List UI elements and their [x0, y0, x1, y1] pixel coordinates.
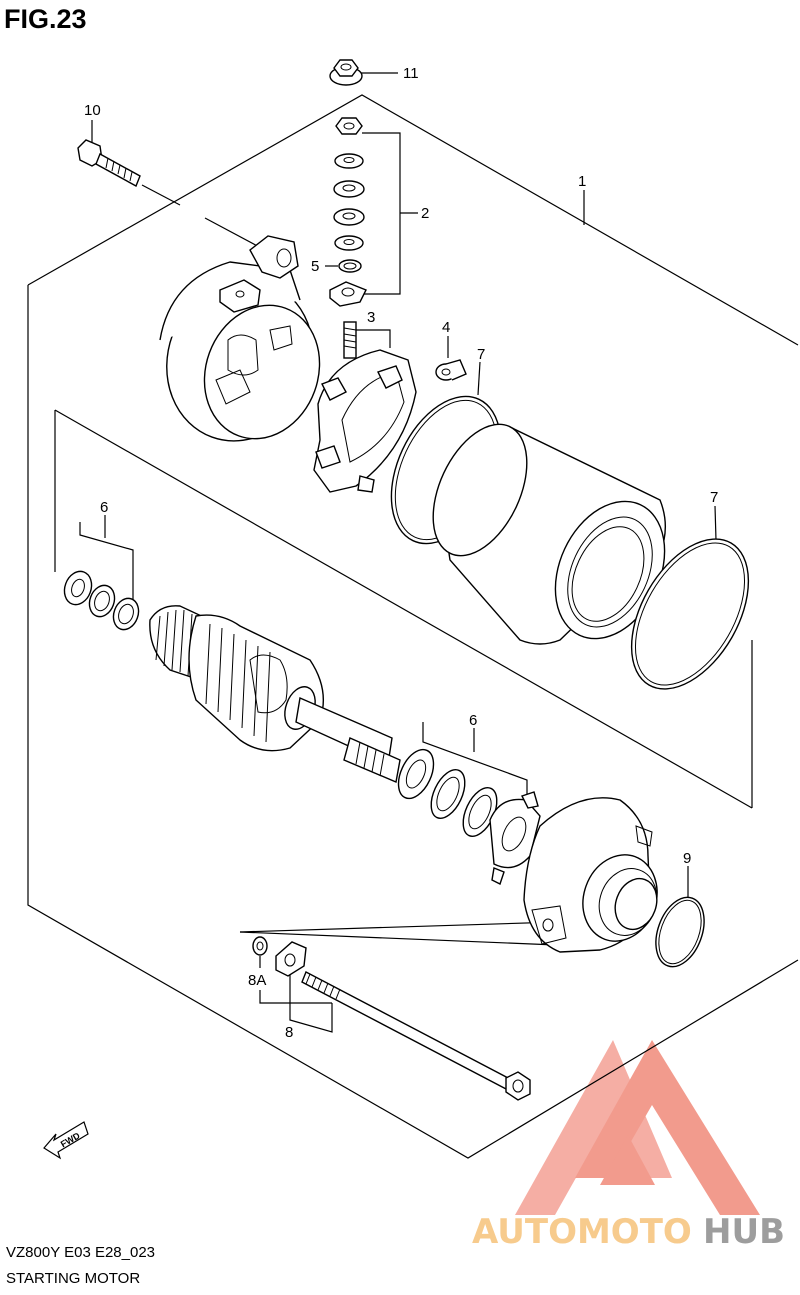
o-ring-9 — [655, 896, 705, 968]
callout-8a: 8A — [248, 972, 266, 989]
callout-6-upper: 6 — [100, 499, 108, 516]
callout-7-lower: 7 — [710, 489, 718, 506]
brush-holder-3 — [313, 321, 417, 493]
brush-4 — [435, 359, 467, 381]
terminal-hardware-2 — [329, 117, 367, 307]
section-name: STARTING MOTOR — [6, 1270, 141, 1287]
armature — [149, 605, 401, 783]
washers-6-lower — [397, 748, 498, 837]
bolt-10 — [77, 139, 141, 187]
callout-10: 10 — [84, 102, 101, 119]
yoke-housing — [432, 423, 667, 645]
callout-11: 11 — [403, 65, 419, 82]
o-ring-7-lower — [630, 538, 750, 690]
callout-9: 9 — [683, 850, 691, 867]
rear-housing — [159, 235, 321, 442]
washers-6-upper — [63, 570, 140, 631]
washer-8a — [252, 936, 268, 956]
leader-lines — [79, 72, 717, 1033]
front-housing — [523, 797, 658, 953]
plate-8 — [275, 941, 307, 977]
callout-7-upper: 7 — [477, 346, 485, 363]
lock-plate — [489, 791, 541, 885]
nut-11 — [329, 59, 363, 86]
watermark-logo: AUTOMOTO HUB — [472, 1040, 785, 1252]
callout-4: 4 — [442, 319, 450, 336]
callout-5: 5 — [311, 258, 319, 275]
model-code: VZ800Y E03 E28_023 — [6, 1244, 156, 1261]
callout-1: 1 — [578, 173, 586, 190]
callout-2: 2 — [421, 205, 429, 222]
fwd-arrow-icon: FWD — [43, 1121, 89, 1160]
callout-3: 3 — [367, 309, 375, 326]
watermark-text-automoto: AUTOMOTO — [472, 1212, 692, 1252]
o-ring-5 — [338, 259, 362, 273]
figure-title: FIG.23 — [4, 4, 87, 34]
through-bolt — [301, 971, 531, 1101]
watermark-text-hub: HUB — [703, 1212, 785, 1252]
callout-8: 8 — [285, 1024, 293, 1041]
callout-labels: 11 10 1 2 5 3 4 7 7 6 6 9 8A 8 — [84, 65, 718, 1041]
callout-6-lower: 6 — [469, 712, 477, 729]
assembly-outline — [27, 94, 799, 1159]
